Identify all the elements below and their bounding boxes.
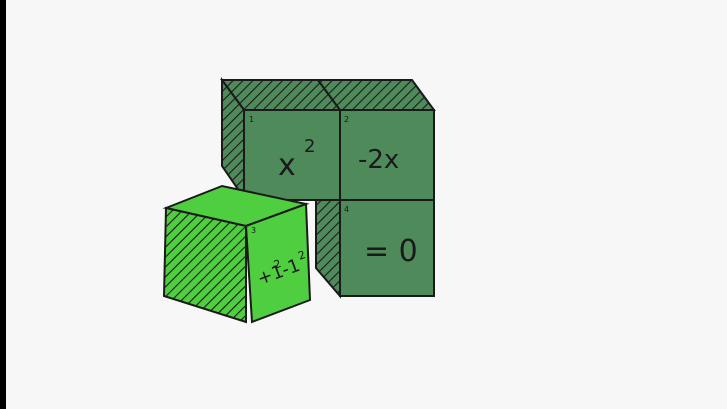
cube-1-number: 1: [249, 115, 254, 124]
cube-3-front-face: [244, 202, 312, 324]
cube-3-sup-2: 2: [296, 248, 307, 263]
cube-1-expression-sup: 2: [304, 136, 315, 157]
cubes-illustration: 1 2 4 3 x 2 -2x = 0 +1 2 -1 2: [162, 76, 436, 324]
cube-2-number: 2: [344, 115, 349, 124]
cube-3-number: 3: [251, 226, 256, 235]
cube-4-side-face: [315, 199, 341, 299]
cube-4-front-face: [339, 199, 435, 297]
cube-1-front-face: [243, 109, 341, 201]
cube-2-expression: -2x: [358, 145, 399, 175]
cube-1-expression-base: x: [278, 148, 296, 183]
whiteboard-canvas: 1 2 4 3 x 2 -2x = 0 +1 2 -1 2: [6, 0, 727, 409]
cube-4-expression: = 0: [364, 234, 418, 269]
cube-3-left-face: [162, 206, 247, 324]
cube-3-sup-1: 2: [272, 257, 283, 272]
cube-4-number: 4: [344, 205, 349, 214]
cube-3-expression: +1 2 -1 2: [255, 248, 308, 290]
